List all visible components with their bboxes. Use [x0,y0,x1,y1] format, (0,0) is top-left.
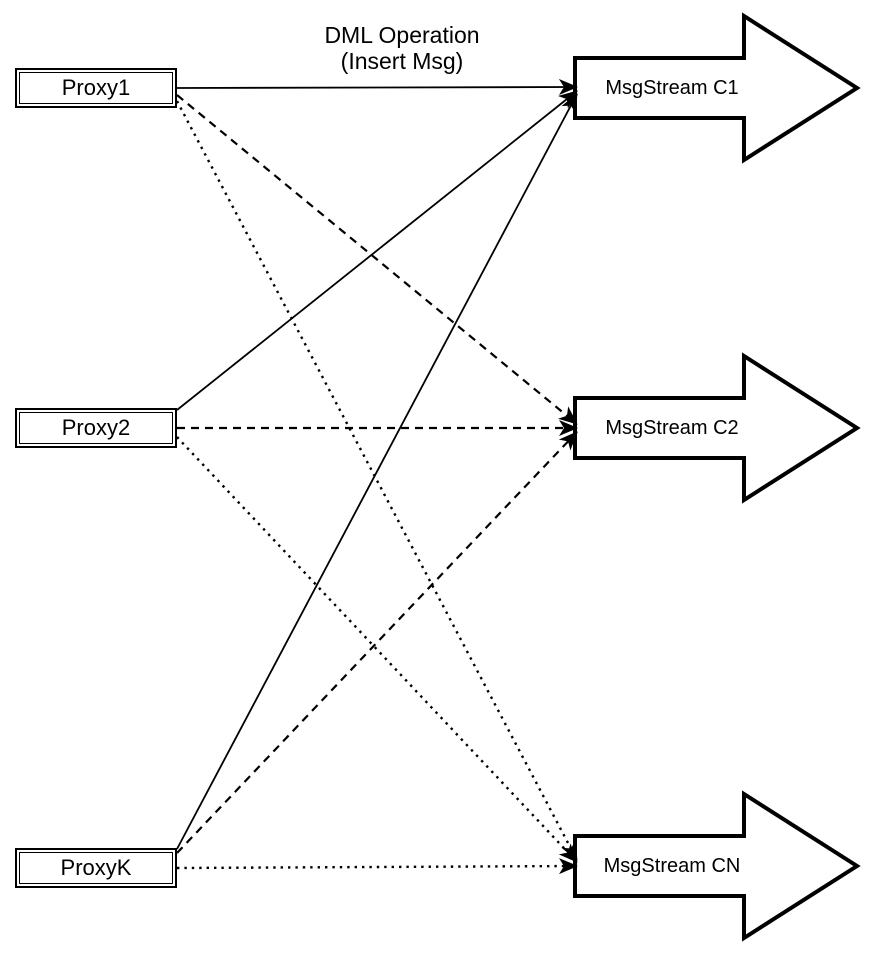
edge-proxy1-to-c1-solid [176,79,578,96]
node-proxy1: Proxy1 [15,68,177,108]
block-arrow-c1 [573,12,861,164]
node-proxyk: ProxyK [15,848,177,888]
stream-c1-label: MsgStream C1 [605,77,739,99]
block-arrows-group [573,12,861,942]
edge-proxyk-to-c2-dashed [176,431,578,854]
block-arrow-c2 [573,352,861,504]
title-line2: (Insert Msg) [340,48,464,74]
title-line1: DML Operation [324,22,480,48]
edge-proxyk-to-c1-solid [176,93,578,850]
node-proxy2: Proxy2 [15,408,177,448]
node-proxy2-label: Proxy2 [19,412,173,444]
stream-cn-label: MsgStream CN [603,855,741,877]
diagram-title: DML Operation (Insert Msg) [252,22,552,74]
edge-proxy1-to-cn-dotted [175,100,579,861]
edge-proxy1-to-c2-dashed [176,94,578,425]
edge-proxy2-to-cn-dotted [176,436,578,863]
node-proxy1-label: Proxy1 [19,72,173,104]
stream-c2-label: MsgStream C2 [605,417,739,439]
edge-proxyk-to-cn-dotted [176,858,578,875]
block-arrow-cn [573,790,861,942]
edge-proxy2-to-c1-solid [176,90,578,411]
edges-group [175,79,579,875]
node-proxyk-label: ProxyK [19,852,173,884]
